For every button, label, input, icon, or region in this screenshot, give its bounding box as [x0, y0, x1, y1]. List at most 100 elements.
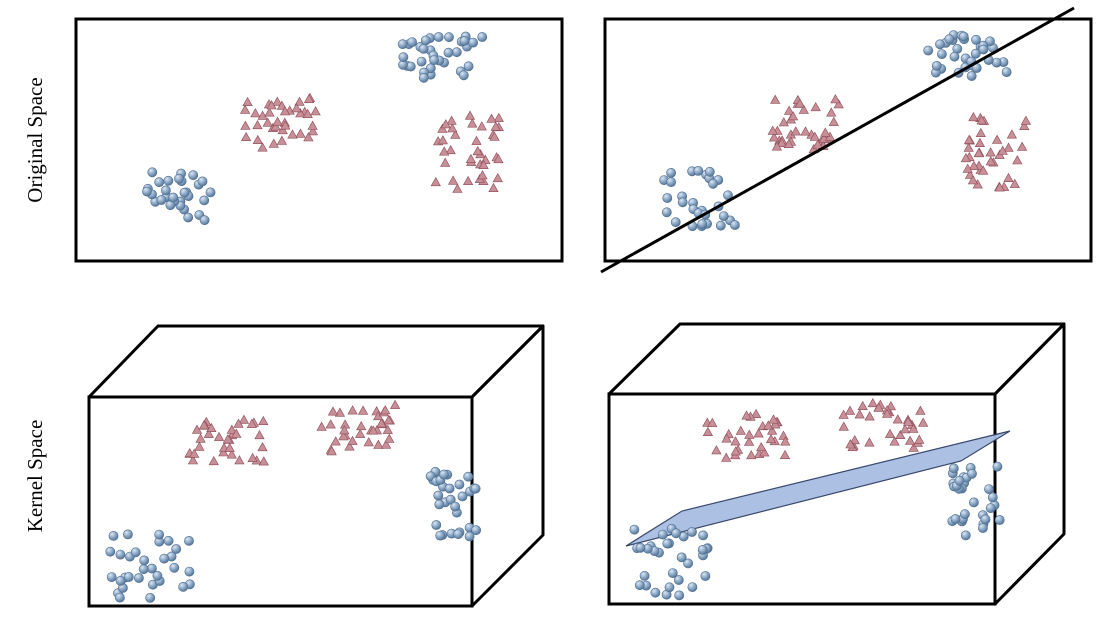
- triangle-marker: [266, 100, 277, 110]
- triangle-marker: [257, 110, 268, 120]
- triangle-marker: [280, 120, 291, 130]
- cube-top-face: [607, 322, 1066, 396]
- triangle-marker: [711, 445, 722, 455]
- sphere-marker: [666, 167, 676, 178]
- triangle-marker: [707, 417, 718, 427]
- triangle-marker: [334, 407, 346, 417]
- triangle-marker: [735, 425, 746, 435]
- triangle-marker: [195, 433, 206, 443]
- triangle-marker: [490, 121, 501, 131]
- sphere-marker: [443, 47, 454, 58]
- sphere-marker: [967, 468, 977, 479]
- triangle-marker: [744, 429, 755, 439]
- triangle-marker: [776, 137, 787, 147]
- sphere-marker: [168, 192, 179, 203]
- sphere-marker: [683, 558, 693, 569]
- triangle-marker: [326, 446, 337, 456]
- triangle-marker: [820, 127, 831, 137]
- triangle-marker: [780, 436, 791, 446]
- triangle-marker: [889, 436, 900, 446]
- sphere-marker: [160, 185, 171, 196]
- sphere-marker: [458, 70, 469, 81]
- panel-frame: [74, 17, 564, 263]
- triangle-marker: [963, 142, 974, 152]
- triangle-marker: [295, 108, 306, 118]
- cube-front-face: [87, 395, 474, 608]
- data-points: [659, 30, 1032, 232]
- sphere-marker: [416, 56, 427, 67]
- triangle-marker: [864, 411, 875, 421]
- triangle-marker: [380, 405, 391, 415]
- sphere-marker: [960, 509, 970, 520]
- triangle-marker: [730, 436, 741, 446]
- triangle-marker: [264, 107, 275, 117]
- triangle-marker: [356, 420, 367, 431]
- sphere-marker: [433, 32, 444, 42]
- triangle-marker: [303, 93, 315, 103]
- sphere-marker: [159, 553, 170, 564]
- sphere-marker: [429, 55, 439, 65]
- sphere-marker: [199, 215, 210, 226]
- triangle-marker: [493, 153, 504, 164]
- triangle-marker: [854, 409, 865, 419]
- sphere-marker: [439, 469, 449, 480]
- triangle-marker: [721, 433, 732, 443]
- triangle-marker: [478, 159, 489, 169]
- sphere-marker: [970, 48, 981, 59]
- sphere-marker: [188, 170, 199, 181]
- panel-frame: [603, 17, 1093, 263]
- sphere-marker: [457, 491, 468, 502]
- triangle-marker: [1006, 129, 1018, 139]
- triangle-marker: [302, 108, 313, 118]
- triangle-marker: [268, 138, 279, 148]
- triangle-marker: [985, 156, 996, 166]
- triangle-marker: [770, 94, 781, 104]
- triangle-marker: [310, 106, 321, 116]
- triangle-marker: [768, 132, 780, 142]
- sphere-marker: [115, 592, 125, 603]
- triangle-marker: [279, 106, 291, 116]
- triangle-marker: [450, 129, 461, 139]
- triangle-marker: [800, 126, 811, 136]
- sphere-marker: [156, 195, 167, 205]
- triangle-marker: [1020, 115, 1032, 125]
- triangle-marker: [908, 442, 919, 452]
- triangle-marker: [238, 414, 250, 424]
- triangle-marker: [976, 115, 987, 125]
- sphere-marker: [184, 536, 194, 546]
- triangle-marker: [960, 152, 972, 163]
- triangle-marker: [978, 165, 989, 175]
- triangle-marker: [272, 96, 283, 106]
- sphere-marker: [674, 590, 685, 601]
- sphere-marker: [978, 44, 989, 55]
- triangle-marker: [741, 410, 752, 420]
- triangle-marker: [779, 449, 791, 460]
- triangle-marker: [234, 455, 245, 465]
- triangle-marker: [252, 134, 263, 144]
- triangle-marker: [295, 128, 306, 138]
- triangle-marker: [291, 103, 302, 113]
- triangle-marker: [445, 144, 456, 155]
- sphere-marker: [418, 44, 429, 54]
- triangle-marker: [790, 126, 801, 136]
- triangle-marker: [347, 405, 358, 415]
- sphere-marker: [958, 31, 969, 42]
- triangle-marker: [338, 431, 349, 441]
- sphere-marker: [174, 173, 184, 184]
- sphere-marker: [397, 39, 408, 50]
- separating-hyperplane: [625, 430, 1011, 547]
- sphere-marker: [453, 529, 464, 539]
- triangle-marker: [968, 160, 980, 170]
- triangle-marker: [768, 414, 779, 424]
- sphere-marker: [937, 49, 947, 59]
- sphere-marker: [463, 471, 474, 482]
- sphere-marker: [650, 587, 661, 598]
- sphere-marker: [664, 582, 675, 593]
- sphere-marker: [139, 555, 150, 566]
- triangle-marker: [1003, 172, 1014, 182]
- sphere-marker: [444, 483, 455, 494]
- triangle-marker: [191, 424, 203, 434]
- triangle-marker: [975, 127, 986, 137]
- data-points-behind-plane: [702, 397, 1005, 541]
- sphere-marker: [944, 34, 955, 45]
